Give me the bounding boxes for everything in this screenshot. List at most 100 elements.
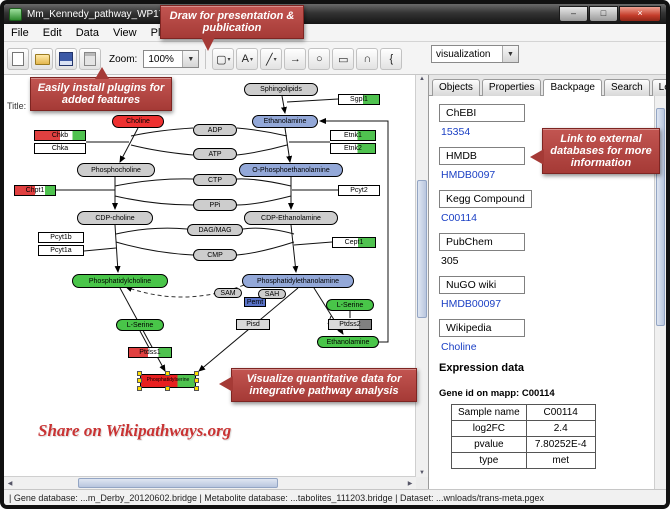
selection-handle[interactable] bbox=[137, 386, 142, 391]
datanode-tool[interactable]: ▢▾ bbox=[212, 48, 235, 70]
selection-handle[interactable] bbox=[194, 371, 199, 376]
canvas-horizontal-scrollbar[interactable]: ◀ ▶ bbox=[4, 476, 416, 489]
pathway-node-sah[interactable]: SAH bbox=[258, 289, 286, 299]
horizontal-scroll-thumb[interactable] bbox=[78, 478, 278, 488]
visualization-select[interactable]: visualization ▼ bbox=[431, 45, 519, 63]
pathway-node-ptdss1[interactable]: Ptdss1 bbox=[128, 347, 172, 358]
label-tool-icon: A bbox=[241, 53, 249, 65]
arc-tool[interactable]: ∩ bbox=[356, 48, 379, 70]
backpage-link-kegg-compound[interactable]: C00114 bbox=[441, 212, 478, 224]
titlebar[interactable]: Mm_Kennedy_pathway_WP1771_45176.gpml... … bbox=[4, 4, 666, 24]
arc-tool-icon: ∩ bbox=[363, 53, 372, 65]
pathway-node-etnk1[interactable]: Etnk1 bbox=[330, 130, 376, 141]
pathway-node-ethanolamine-top[interactable]: Ethanolamine bbox=[252, 115, 318, 128]
backpage-link-chebi[interactable]: 15354 bbox=[441, 126, 471, 138]
pathway-node-ppi[interactable]: PPi bbox=[193, 199, 237, 211]
panel-scrollbar[interactable] bbox=[654, 96, 666, 489]
pathway-node-cdp-choline[interactable]: CDP-choline bbox=[77, 211, 153, 225]
selection-handle[interactable] bbox=[137, 378, 142, 383]
pathway-node-ethanolamine-bottom[interactable]: Ethanolamine bbox=[317, 336, 379, 348]
table-cell: met bbox=[525, 452, 596, 469]
menu-edit[interactable]: Edit bbox=[42, 26, 62, 39]
pathway-node-phosphocholine[interactable]: Phosphocholine bbox=[77, 163, 155, 177]
callout-visualize: Visualize quantitative data for integrat… bbox=[219, 368, 417, 402]
datanode-tool-icon: ▢ bbox=[216, 53, 227, 66]
selection-handle[interactable] bbox=[194, 386, 199, 391]
tab-legend[interactable]: Legend bbox=[651, 79, 666, 96]
tab-properties[interactable]: Properties bbox=[481, 79, 542, 96]
pathway-node-chpt1[interactable]: Chpt1 bbox=[14, 185, 56, 196]
arrow-tool-icon: → bbox=[289, 53, 301, 65]
import-button[interactable] bbox=[79, 48, 101, 70]
pathway-node-cdp-ethanolamine[interactable]: CDP-Ethanolamine bbox=[244, 211, 338, 225]
menu-bar: FileEditDataViewPluginsHelp bbox=[4, 24, 666, 42]
pathway-node-phosphatidylethanolamine[interactable]: Phosphatidylethanolamine bbox=[242, 274, 354, 288]
pathway-node-etnk2[interactable]: Etnk2 bbox=[330, 143, 376, 154]
pathway-node-choline[interactable]: Choline bbox=[112, 115, 164, 128]
tab-objects[interactable]: Objects bbox=[432, 79, 480, 96]
backpage-link-wikipedia[interactable]: Choline bbox=[441, 341, 477, 353]
pathway-node-l-serine-left[interactable]: L-Serine bbox=[116, 319, 164, 331]
panel-scroll-thumb[interactable] bbox=[656, 107, 665, 326]
table-cell: pvalue bbox=[451, 436, 527, 453]
pathway-node-ctp[interactable]: CTP bbox=[193, 174, 237, 186]
pathway-node-pcyt1b[interactable]: Pcyt1b bbox=[38, 232, 84, 243]
pathway-node-pemt[interactable]: Pemt bbox=[244, 297, 266, 307]
backpage-link-nugo-wiki[interactable]: HMDB00097 bbox=[441, 298, 502, 310]
pathway-node-pisd[interactable]: Pisd bbox=[236, 319, 270, 330]
selection-handle[interactable] bbox=[165, 371, 170, 376]
callout-draw: Draw for presentation & publication bbox=[160, 5, 304, 51]
open-file-button[interactable] bbox=[31, 48, 53, 70]
canvas-vertical-scrollbar[interactable]: ▲ ▼ bbox=[415, 75, 428, 477]
minimize-button[interactable]: – bbox=[559, 6, 588, 22]
tab-search[interactable]: Search bbox=[603, 79, 650, 96]
pathway-node-pcyt1a[interactable]: Pcyt1a bbox=[38, 245, 84, 256]
open-file-icon bbox=[34, 53, 50, 65]
backpage-link-hmdb[interactable]: HMDB0097 bbox=[441, 169, 496, 181]
pathway-node-pcyt2[interactable]: Pcyt2 bbox=[338, 185, 380, 196]
scroll-right-icon[interactable]: ▶ bbox=[407, 481, 413, 487]
arrow-tool[interactable]: → bbox=[284, 48, 307, 70]
zoom-select[interactable]: 100%▼ bbox=[143, 50, 200, 68]
pathway-node-adp[interactable]: ADP bbox=[193, 124, 237, 136]
selection-handle[interactable] bbox=[194, 378, 199, 383]
close-button[interactable]: × bbox=[619, 6, 661, 22]
selection-handle[interactable] bbox=[137, 371, 142, 376]
table-cell: Sample name bbox=[451, 404, 527, 421]
oval-tool[interactable]: ○ bbox=[308, 48, 331, 70]
new-file-button[interactable] bbox=[7, 48, 29, 70]
pathway-node-sam[interactable]: SAM bbox=[214, 288, 242, 298]
scroll-left-icon[interactable]: ◀ bbox=[7, 481, 13, 487]
pathway-node-atp[interactable]: ATP bbox=[193, 148, 237, 160]
pathway-node-o-phosphoethanolamine[interactable]: O-Phosphoethanolamine bbox=[239, 163, 343, 177]
scroll-up-icon[interactable]: ▲ bbox=[419, 76, 425, 82]
pathway-node-phosphatidylcholine[interactable]: Phosphatidylcholine bbox=[72, 274, 168, 288]
pathway-node-sphingolipids[interactable]: Sphingolipids bbox=[244, 83, 318, 96]
line-tool[interactable]: ╱▾ bbox=[260, 48, 283, 70]
scroll-down-icon[interactable]: ▼ bbox=[419, 470, 425, 476]
vertical-scroll-thumb[interactable] bbox=[417, 179, 427, 319]
pathway-node-dag-mag[interactable]: DAG/MAG bbox=[187, 224, 243, 236]
maximize-button[interactable]: □ bbox=[589, 6, 618, 22]
rectangle-tool[interactable]: ▭ bbox=[332, 48, 355, 70]
menu-view[interactable]: View bbox=[112, 26, 137, 39]
pathway-node-chka[interactable]: Chka bbox=[34, 143, 86, 154]
label-tool[interactable]: A▾ bbox=[236, 48, 259, 70]
callout-link-tail bbox=[530, 149, 544, 165]
save-file-button[interactable] bbox=[55, 48, 77, 70]
pathway-canvas[interactable]: Title: Share on Wikipathways.org Sphingo… bbox=[4, 75, 416, 477]
pathway-node-cept1[interactable]: Cept1 bbox=[332, 237, 376, 248]
pathway-node-cmp[interactable]: CMP bbox=[193, 249, 237, 261]
brace-tool[interactable]: { bbox=[380, 48, 403, 70]
line-tool-icon: ╱ bbox=[266, 53, 273, 66]
menu-data[interactable]: Data bbox=[75, 26, 99, 39]
tab-backpage[interactable]: Backpage bbox=[543, 79, 602, 96]
pathway-node-ptdss2[interactable]: Ptdss2 bbox=[328, 319, 372, 330]
pathway-node-chkb[interactable]: Chkb bbox=[34, 130, 86, 141]
menu-file[interactable]: File bbox=[11, 26, 29, 39]
pathway-node-l-serine-right[interactable]: L-Serine bbox=[326, 299, 374, 311]
pathway-node-sgpl1[interactable]: Sgpl1 bbox=[338, 94, 380, 105]
selection-handle[interactable] bbox=[165, 386, 170, 391]
